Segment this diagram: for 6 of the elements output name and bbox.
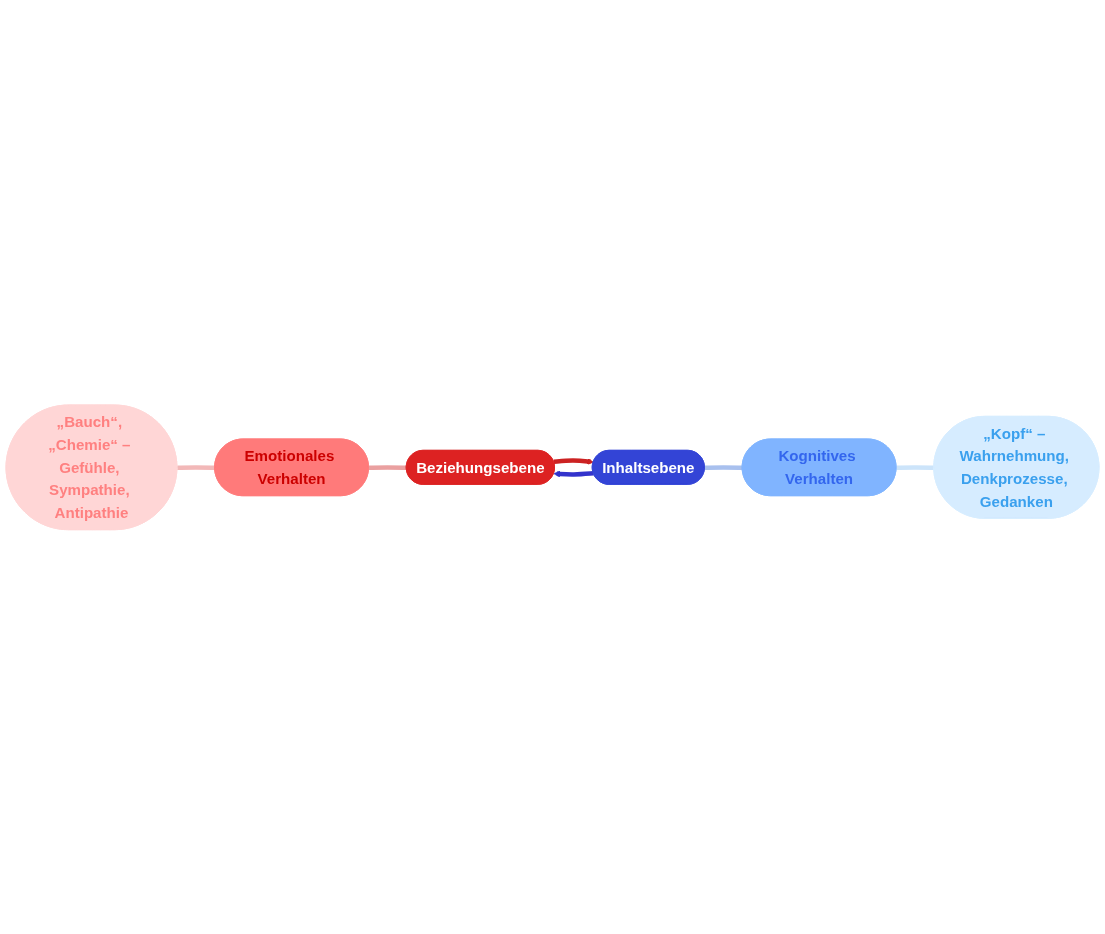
arrow [553,470,594,477]
connector [896,464,935,470]
connector [704,464,743,470]
connector [177,464,216,470]
connector [368,464,407,470]
arrow [553,457,594,465]
